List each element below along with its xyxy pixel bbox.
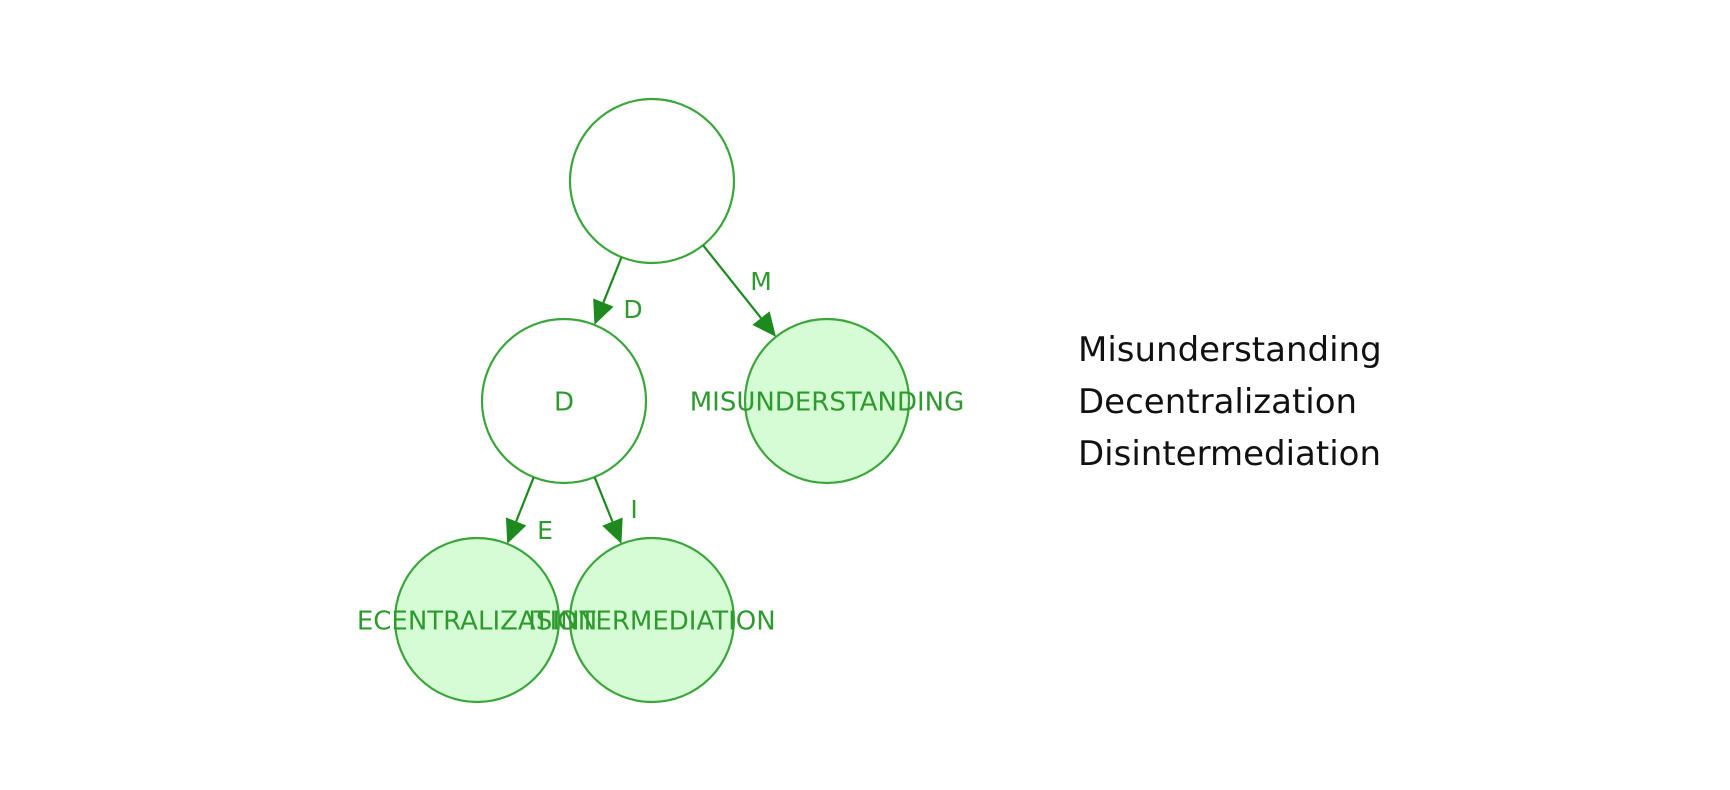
edge-root-d bbox=[602, 256, 623, 303]
arrow-head-root-m bbox=[752, 311, 776, 337]
word-list: Misunderstanding Decentralization Disint… bbox=[1078, 324, 1382, 480]
node-d bbox=[480, 317, 648, 485]
node-labels: D MISUNDERSTANDING ECENTRALIZATIONISINTERM… bbox=[357, 388, 964, 637]
edge-root-m bbox=[702, 244, 762, 319]
edge-d-di bbox=[593, 476, 614, 523]
node-root bbox=[568, 97, 736, 265]
arrow-head-d-de bbox=[505, 517, 527, 544]
edge-d-de bbox=[515, 476, 535, 522]
arrow-head-d-di bbox=[602, 517, 623, 544]
node-label-misunderstanding: MISUNDERSTANDING bbox=[690, 388, 965, 418]
word-item-disintermediation: Disintermediation bbox=[1078, 434, 1381, 474]
edge-label-root-m: M bbox=[750, 267, 772, 296]
node-label-d: D bbox=[554, 388, 574, 418]
edges: D M E I bbox=[505, 244, 776, 545]
edge-label-d-di: I bbox=[630, 495, 637, 524]
edge-label-d-de: E bbox=[537, 516, 553, 545]
node-di bbox=[568, 536, 736, 704]
node-label-isintermediation: ISINTERMEDIATION bbox=[528, 607, 775, 637]
node-de bbox=[393, 536, 561, 704]
word-item-misunderstanding: Misunderstanding bbox=[1078, 330, 1382, 370]
node-m bbox=[743, 317, 911, 485]
node-label-ecentralization: ECENTRALIZATION bbox=[357, 607, 597, 637]
nodes bbox=[393, 97, 911, 704]
arrow-head-root-d bbox=[593, 298, 614, 325]
word-item-decentralization: Decentralization bbox=[1078, 382, 1358, 422]
edge-label-root-d: D bbox=[623, 295, 642, 324]
